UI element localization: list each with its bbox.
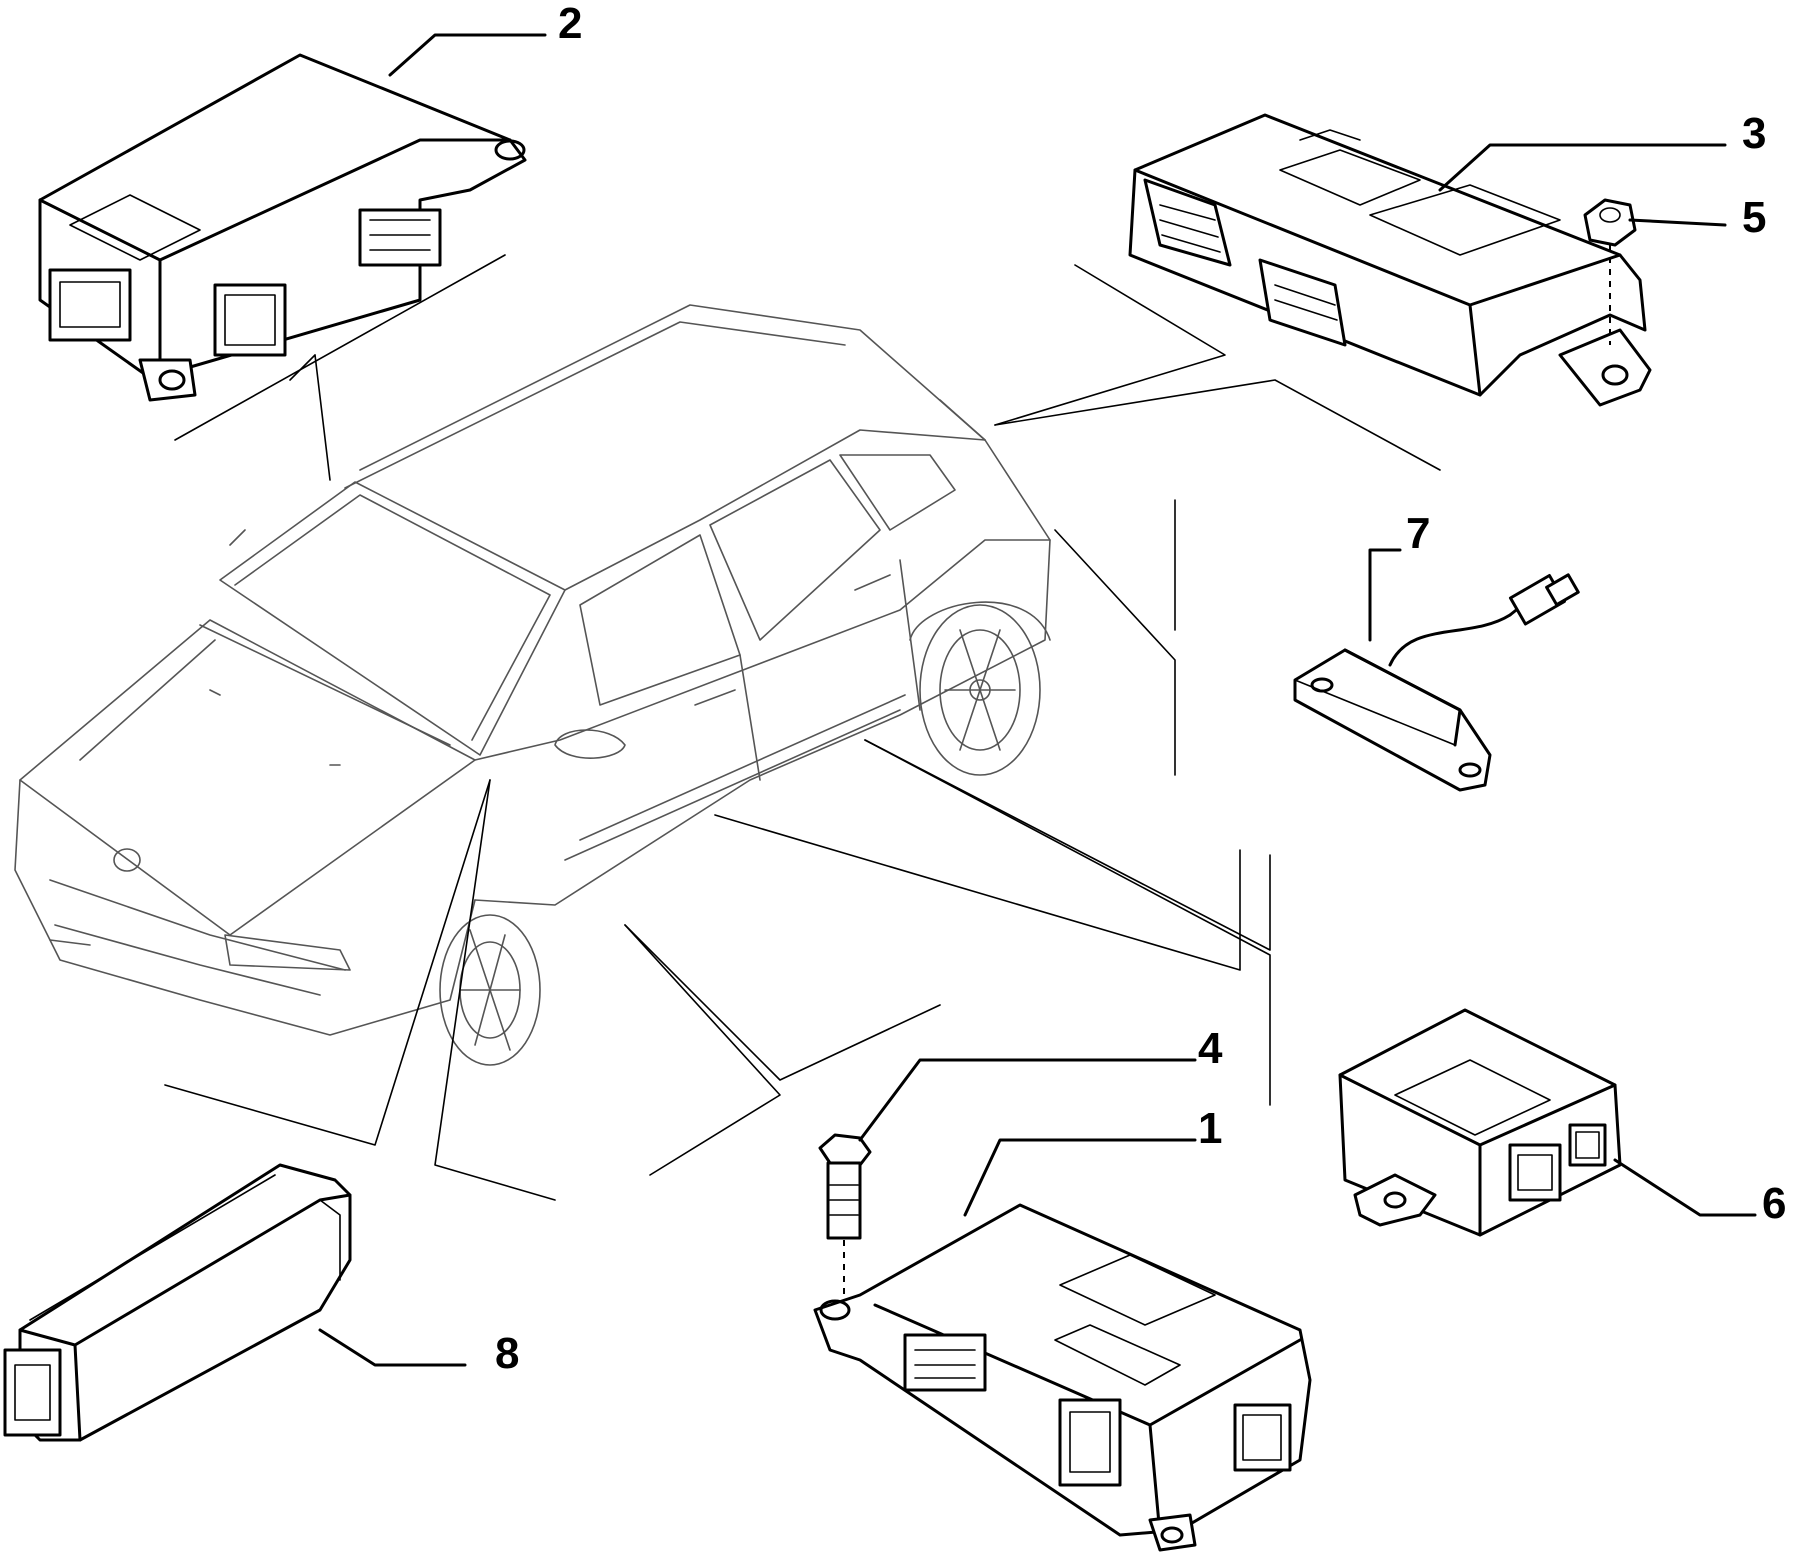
control-unit-6 [1338, 1008, 1622, 1237]
control-unit-2 [38, 53, 527, 402]
callout-leader-4 [858, 1058, 1197, 1142]
control-unit-1 [813, 1203, 1312, 1552]
callout-leader-6 [1613, 1158, 1757, 1217]
callout-8: 8 [495, 1329, 519, 1378]
callout-3: 3 [1742, 109, 1766, 158]
callout-1: 1 [1198, 1104, 1222, 1153]
callout-leaders [318, 33, 1757, 1367]
car-illustration [14, 304, 1051, 1066]
control-unit-8 [3, 1163, 352, 1442]
callout-4: 4 [1198, 1024, 1223, 1073]
callout-5: 5 [1742, 193, 1766, 242]
callout-2: 2 [558, 0, 582, 48]
callout-leader-3 [1438, 143, 1727, 192]
nut-5 [1583, 198, 1637, 345]
control-unit-3 [1128, 113, 1652, 407]
bolt-4 [818, 1133, 872, 1310]
leader-lines [164, 254, 1441, 1201]
callout-leader-1 [963, 1138, 1197, 1217]
callout-7: 7 [1406, 509, 1430, 558]
callout-6: 6 [1762, 1179, 1786, 1228]
callout-labels: 2 3 5 7 6 4 1 8 [495, 0, 1786, 1378]
callout-leader-7 [1368, 548, 1402, 642]
callout-leader-5 [1628, 218, 1727, 227]
callout-leader-2 [388, 33, 547, 77]
callout-leader-8 [318, 1328, 467, 1367]
sensor-7 [1293, 573, 1580, 792]
